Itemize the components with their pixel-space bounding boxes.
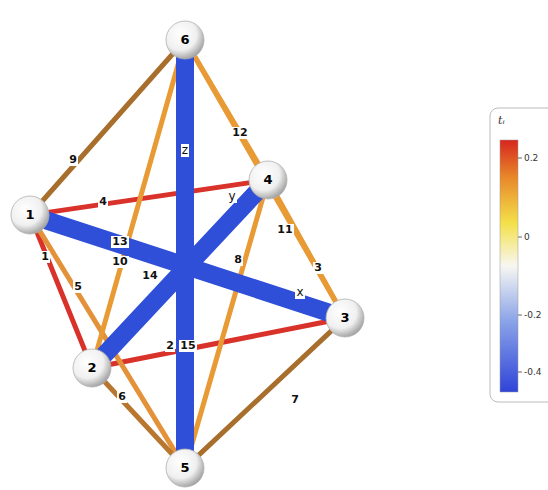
edge-number: 12 — [231, 127, 248, 139]
edge-number: 1 — [40, 251, 50, 263]
edge-number: 13 — [111, 236, 128, 248]
edge-tube — [194, 56, 336, 303]
edge-tube — [42, 53, 173, 201]
sphere-node: 3 — [325, 298, 365, 338]
tick-label: 0 — [524, 232, 530, 242]
axis-tube — [176, 58, 194, 450]
edge-number: 6 — [117, 391, 127, 403]
sphere-node: 6 — [165, 20, 205, 60]
axis-label: x — [295, 286, 304, 299]
edge-tube — [104, 381, 172, 455]
colorbar-title: tᵢ — [498, 114, 505, 127]
edge-number: 5 — [73, 281, 83, 293]
edge-number: 2 — [165, 340, 175, 352]
node-number: 6 — [165, 20, 205, 60]
edge-tube — [48, 183, 250, 213]
edge-number: 3 — [313, 262, 323, 274]
edge-tube — [37, 232, 85, 352]
tick-label: 0.2 — [524, 153, 538, 163]
edge-number: 10 — [111, 256, 128, 268]
edge-number: 9 — [68, 154, 78, 166]
colorbar-frame — [490, 108, 548, 402]
node-number: 1 — [10, 195, 50, 235]
axis-label: y — [227, 190, 236, 203]
edge-tube — [194, 55, 259, 164]
colorbar-gradient — [500, 140, 518, 392]
node-number: 4 — [248, 160, 288, 200]
edge-number: 8 — [233, 254, 243, 266]
edge-number: 15 — [179, 340, 196, 352]
sphere-node: 4 — [248, 160, 288, 200]
sphere-node: 2 — [72, 348, 112, 388]
node-number: 2 — [72, 348, 112, 388]
axis-joint — [176, 255, 198, 277]
node-number: 3 — [325, 298, 365, 338]
tick-label: -0.4 — [524, 367, 542, 377]
node-number: 5 — [165, 448, 205, 488]
axis-label: z — [181, 144, 189, 157]
edge-number: 7 — [290, 394, 300, 406]
edge-number: 14 — [141, 270, 158, 282]
tick-label: -0.2 — [524, 310, 542, 320]
sphere-node: 5 — [165, 448, 205, 488]
edge-number: 11 — [276, 224, 293, 236]
edge-number: 4 — [98, 196, 108, 208]
sphere-node: 1 — [10, 195, 50, 235]
